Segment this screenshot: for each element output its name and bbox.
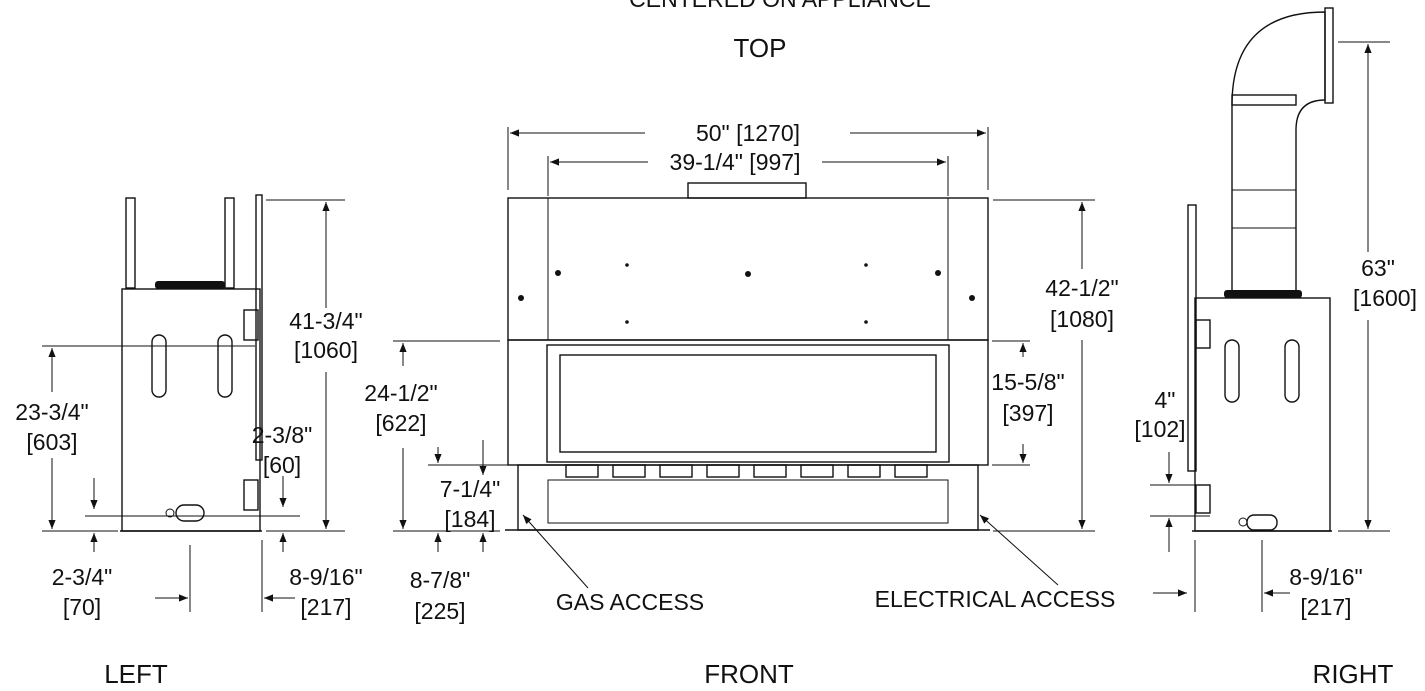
left-height-in: 41-3/4" [289,308,362,334]
front-base-mm: [184] [444,506,495,532]
front-width-total: 50" [1270] [696,120,800,146]
front-height-total-mm: [1080] [1050,306,1114,332]
front-opening-height-in: 24-1/2" [364,380,437,406]
front-base-in: 7-1/4" [440,476,501,502]
front-width-inner: 39-1/4" [997] [670,149,801,175]
right-view: 63" [1600] 4" [102] 8-9/16" [217] [1134,7,1417,620]
front-glass-frame [546,344,950,463]
front-view: 50" [1270] 39-1/4" [997] 42-1/2" [1080] … [364,120,1187,624]
left-vent-mm: [603] [26,429,77,455]
left-bottom-mm: [70] [63,594,101,620]
right-vent-elbow [1231,11,1326,290]
top-caption: CENTERED ON APPLIANCE [629,0,931,12]
left-small-mm: [60] [263,452,301,478]
left-depth-mm: [217] [300,594,351,620]
left-height-mm: [1060] [294,337,358,363]
front-view-label: FRONT [704,659,794,689]
left-small-in: 2-3/8" [252,422,313,448]
left-view-label: LEFT [104,659,168,689]
front-floor-mm: [225] [414,598,465,624]
electrical-access-label: ELECTRICAL ACCESS [875,586,1116,612]
gas-access-label: GAS ACCESS [556,589,704,615]
front-lower-body [507,339,989,466]
right-vent-cap [1224,290,1302,298]
front-glass [559,354,937,453]
front-upper-cabinet [507,197,989,341]
top-view-label: TOP [734,33,787,63]
front-floor-in: 8-7/8" [410,567,471,593]
right-depth-in: 8-9/16" [1289,564,1362,590]
right-view-label: RIGHT [1313,659,1394,689]
front-glass-height-in: 15-5/8" [991,369,1064,395]
front-height-total-in: 42-1/2" [1045,275,1118,301]
front-opening-height-mm: [622] [375,410,426,436]
right-body [1194,297,1331,532]
left-bottom-in: 2-3/4" [52,564,113,590]
right-height-mm: [1600] [1353,285,1417,311]
left-body [121,288,261,532]
left-vent-in: 23-3/4" [15,399,88,425]
right-offset-in: 4" [1155,387,1176,413]
left-vent-cap [155,281,225,289]
front-top-collar [687,182,807,199]
left-depth-in: 8-9/16" [289,564,362,590]
right-height-in: 63" [1361,255,1395,281]
left-view: 41-3/4" [1060] 23-3/4" [603] 2-3/8" [60]… [15,194,363,620]
front-louvers [565,464,928,478]
front-base [517,464,979,531]
front-glass-height-mm: [397] [1002,400,1053,426]
right-depth-mm: [217] [1300,594,1351,620]
right-offset-mm: [102] [1134,416,1185,442]
